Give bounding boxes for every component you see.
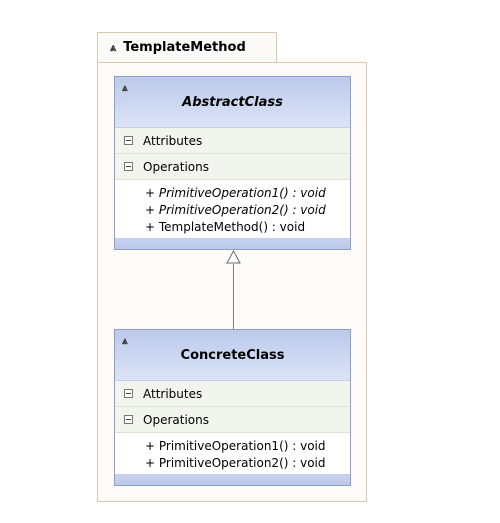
class-name: ConcreteClass xyxy=(180,348,285,363)
generalization-arrowhead-icon xyxy=(226,250,241,264)
collapse-chevron-icon[interactable]: ⩓ xyxy=(122,83,128,94)
section-label: Attributes xyxy=(143,133,203,148)
collapse-toggle-icon[interactable] xyxy=(124,162,133,171)
operation-item[interactable]: + PrimitiveOperation2() : void xyxy=(145,456,326,470)
operations-list: + PrimitiveOperation1() : void + Primiti… xyxy=(115,433,350,474)
operation-item[interactable]: + PrimitiveOperation1() : void xyxy=(145,186,326,200)
operation-item[interactable]: + PrimitiveOperation1() : void xyxy=(145,439,326,453)
concrete-class-box[interactable]: ⩓ ConcreteClass Attributes Operations + … xyxy=(114,329,351,486)
attributes-section[interactable]: Attributes xyxy=(115,128,350,154)
package-name: TemplateMethod xyxy=(123,40,246,55)
class-footer xyxy=(115,474,350,485)
collapse-toggle-icon[interactable] xyxy=(124,415,133,424)
class-footer xyxy=(115,238,350,249)
collapse-chevron-icon[interactable]: ⩓ xyxy=(122,336,128,347)
class-header: ⩓ ConcreteClass xyxy=(115,330,350,381)
collapse-chevron-icon[interactable]: ⩓ xyxy=(110,40,117,54)
generalization-line[interactable] xyxy=(233,264,234,329)
collapse-toggle-icon[interactable] xyxy=(124,389,133,398)
operations-list: + PrimitiveOperation1() : void + Primiti… xyxy=(115,180,350,238)
operations-section[interactable]: Operations xyxy=(115,154,350,180)
operation-item[interactable]: + PrimitiveOperation2() : void xyxy=(145,203,326,217)
class-header: ⩓ AbstractClass xyxy=(115,77,350,128)
class-name: AbstractClass xyxy=(182,95,283,110)
attributes-section[interactable]: Attributes xyxy=(115,381,350,407)
operations-section[interactable]: Operations xyxy=(115,407,350,433)
abstract-class-box[interactable]: ⩓ AbstractClass Attributes Operations + … xyxy=(114,76,351,250)
section-label: Operations xyxy=(143,159,209,174)
collapse-toggle-icon[interactable] xyxy=(124,136,133,145)
package-tab[interactable]: ⩓ TemplateMethod xyxy=(97,32,277,62)
operation-item[interactable]: + TemplateMethod() : void xyxy=(145,220,306,234)
section-label: Operations xyxy=(143,412,209,427)
section-label: Attributes xyxy=(143,386,203,401)
